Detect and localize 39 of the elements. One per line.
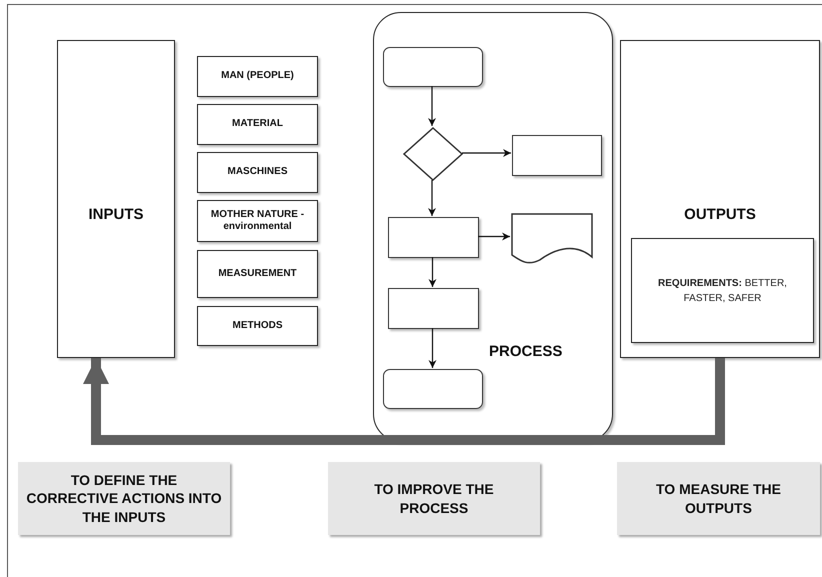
process-box — [512, 135, 602, 176]
category-box — [197, 104, 318, 145]
process-box — [388, 217, 479, 258]
category-box — [197, 200, 318, 242]
arrow — [428, 257, 436, 287]
category-box — [197, 250, 318, 298]
category-label: MATERIAL — [232, 118, 283, 131]
group-box — [620, 40, 820, 358]
group-title: INPUTS — [88, 206, 144, 223]
action-text: TO DEFINE THE CORRECTIVE ACTIONS INTO THE INPUTS — [25, 471, 223, 526]
requirements-text: REQUIREMENTS: BETTER, FASTER, SAFER — [657, 276, 788, 306]
category-label: MAN (PEOPLE) — [221, 70, 294, 83]
feedback-arrow — [83, 358, 725, 445]
process-box — [388, 288, 479, 329]
action-text: TO MEASURE THE OUTPUTS — [655, 480, 782, 517]
category-box — [197, 56, 318, 97]
document-shape — [511, 213, 593, 263]
arrow — [478, 232, 510, 240]
category-box — [197, 152, 318, 193]
terminal-box — [383, 47, 483, 87]
group-box — [57, 40, 175, 358]
arrow — [428, 180, 436, 216]
category-label: MASCHINES — [227, 166, 288, 179]
arrow — [428, 86, 436, 126]
action-box — [18, 462, 230, 535]
category-label: METHODS — [232, 320, 282, 332]
arrow — [462, 149, 511, 157]
category-label: MOTHER NATURE - environmental — [210, 208, 306, 234]
requirements-box — [631, 238, 814, 343]
category-label: MEASUREMENT — [218, 268, 297, 280]
group-title: OUTPUTS — [684, 206, 756, 223]
decision-diamond — [403, 127, 463, 181]
action-text: TO IMPROVE THE PROCESS — [373, 480, 495, 517]
action-box — [617, 462, 820, 535]
terminal-box — [383, 369, 483, 409]
process-title: PROCESS — [489, 343, 562, 360]
action-box — [328, 462, 540, 535]
arrow — [428, 328, 436, 368]
category-box — [197, 306, 318, 346]
